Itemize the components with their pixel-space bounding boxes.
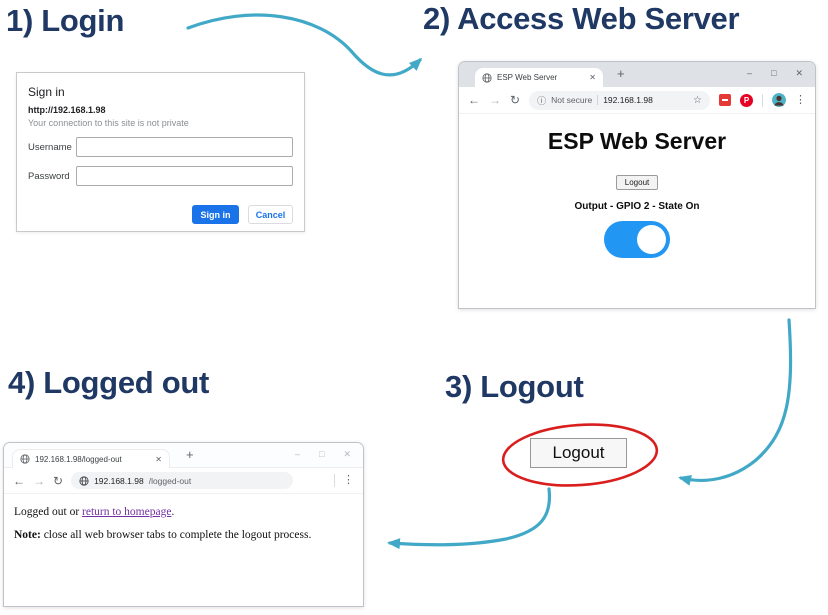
sentence-period: . <box>171 506 175 518</box>
forward-button[interactable]: → <box>33 473 45 488</box>
gpio-toggle-switch[interactable] <box>604 221 670 258</box>
browser-toolbar: ← → ↻ 192.168.1.98/logged-out ⋮ <box>4 468 363 494</box>
window-close-button[interactable]: ✕ <box>795 67 803 78</box>
esp-browser-window: ESP Web Server ✕ + – □ ✕ ← → ↻ ⓘ Not sec… <box>458 61 816 309</box>
new-tab-button[interactable]: + <box>617 66 625 81</box>
step3-title: 3) Logout <box>445 369 584 404</box>
signin-dialog: Sign in http://192.168.1.98 Your connect… <box>16 72 305 232</box>
address-bar[interactable]: ⓘ Not secure 192.168.1.98 ☆ <box>529 90 710 110</box>
signin-dialog-title: Sign in <box>28 85 65 99</box>
loggedout-page-content: Logged out or return to homepage. Note: … <box>4 506 363 541</box>
signin-site-url: http://192.168.1.98 <box>28 105 106 115</box>
logout-button-enlarged[interactable]: Logout <box>530 438 627 468</box>
arrow-step1-to-step2 <box>186 13 423 77</box>
password-input[interactable] <box>76 166 293 186</box>
url-text: 192.168.1.98 <box>603 95 653 105</box>
loggedout-browser-window: 192.168.1.98/logged-out ✕ + – □ ✕ ← → ↻ … <box>3 442 364 607</box>
menu-icon[interactable]: ⋮ <box>795 93 806 106</box>
cancel-button[interactable]: Cancel <box>248 205 293 224</box>
pinterest-icon[interactable]: P <box>740 93 753 107</box>
window-minimize-button[interactable]: – <box>747 68 753 78</box>
forward-button[interactable]: → <box>489 93 501 107</box>
tab-close-icon[interactable]: ✕ <box>589 73 596 82</box>
toolbar-divider <box>334 474 335 487</box>
tab-close-icon[interactable]: ✕ <box>155 454 162 464</box>
arrow-step2-to-step3 <box>678 318 793 486</box>
step1-title: 1) Login <box>6 3 125 38</box>
info-icon: ⓘ <box>537 95 547 106</box>
toolbar-divider <box>762 93 763 107</box>
bookmark-star-icon[interactable]: ☆ <box>693 94 702 106</box>
back-button[interactable]: ← <box>13 473 25 488</box>
back-button[interactable]: ← <box>468 93 480 107</box>
menu-icon[interactable]: ⋮ <box>343 474 354 486</box>
url-host-text: 192.168.1.98 <box>94 475 144 486</box>
username-input[interactable] <box>76 137 293 157</box>
step2-title: 2) Access Web Server <box>423 1 740 36</box>
globe-icon <box>79 475 89 486</box>
tab-strip: ESP Web Server ✕ + – □ ✕ <box>459 62 815 87</box>
esp-page-content: ESP Web Server Logout Output - GPIO 2 - … <box>459 128 815 258</box>
address-bar[interactable]: 192.168.1.98/logged-out <box>71 472 294 489</box>
tab-strip: 192.168.1.98/logged-out ✕ + – □ ✕ <box>4 443 363 468</box>
username-label: Username <box>28 141 72 153</box>
tab-title: 192.168.1.98/logged-out <box>35 454 122 464</box>
step4-title: 4) Logged out <box>8 365 210 400</box>
window-maximize-button[interactable]: □ <box>319 449 325 459</box>
new-tab-button[interactable]: + <box>186 447 194 462</box>
loggedout-text: Logged out or <box>14 506 83 518</box>
return-homepage-link[interactable]: return to homepage <box>82 506 172 518</box>
password-label: Password <box>28 170 70 182</box>
reload-button[interactable]: ↻ <box>53 473 64 488</box>
profile-avatar[interactable] <box>772 93 786 107</box>
tab-title: ESP Web Server <box>497 73 558 82</box>
note-text: close all web browser tabs to complete t… <box>40 529 312 541</box>
url-path-text: /logged-out <box>148 475 192 486</box>
arrow-step3-to-step4 <box>387 487 552 550</box>
reload-button[interactable]: ↻ <box>510 93 521 107</box>
logout-button[interactable]: Logout <box>615 175 659 190</box>
window-minimize-button[interactable]: – <box>295 449 301 459</box>
signin-button[interactable]: Sign in <box>192 205 239 224</box>
url-divider <box>597 95 599 105</box>
window-close-button[interactable]: ✕ <box>343 448 351 459</box>
toggle-knob <box>637 225 666 254</box>
extension-icon[interactable] <box>719 94 731 106</box>
gpio-state-label: Output - GPIO 2 - State On <box>574 201 700 212</box>
signin-privacy-warning: Your connection to this site is not priv… <box>28 118 189 128</box>
browser-toolbar: ← → ↻ ⓘ Not secure 192.168.1.98 ☆ P ⋮ <box>459 87 815 114</box>
window-maximize-button[interactable]: □ <box>771 68 777 78</box>
page-heading: ESP Web Server <box>547 128 727 154</box>
note-label: Note: <box>14 529 41 541</box>
globe-icon <box>482 72 492 83</box>
globe-icon <box>20 454 30 464</box>
not-secure-label: Not secure <box>551 95 593 105</box>
browser-tab-loggedout[interactable]: 192.168.1.98/logged-out ✕ <box>12 449 170 468</box>
browser-tab-esp[interactable]: ESP Web Server ✕ <box>475 68 603 87</box>
